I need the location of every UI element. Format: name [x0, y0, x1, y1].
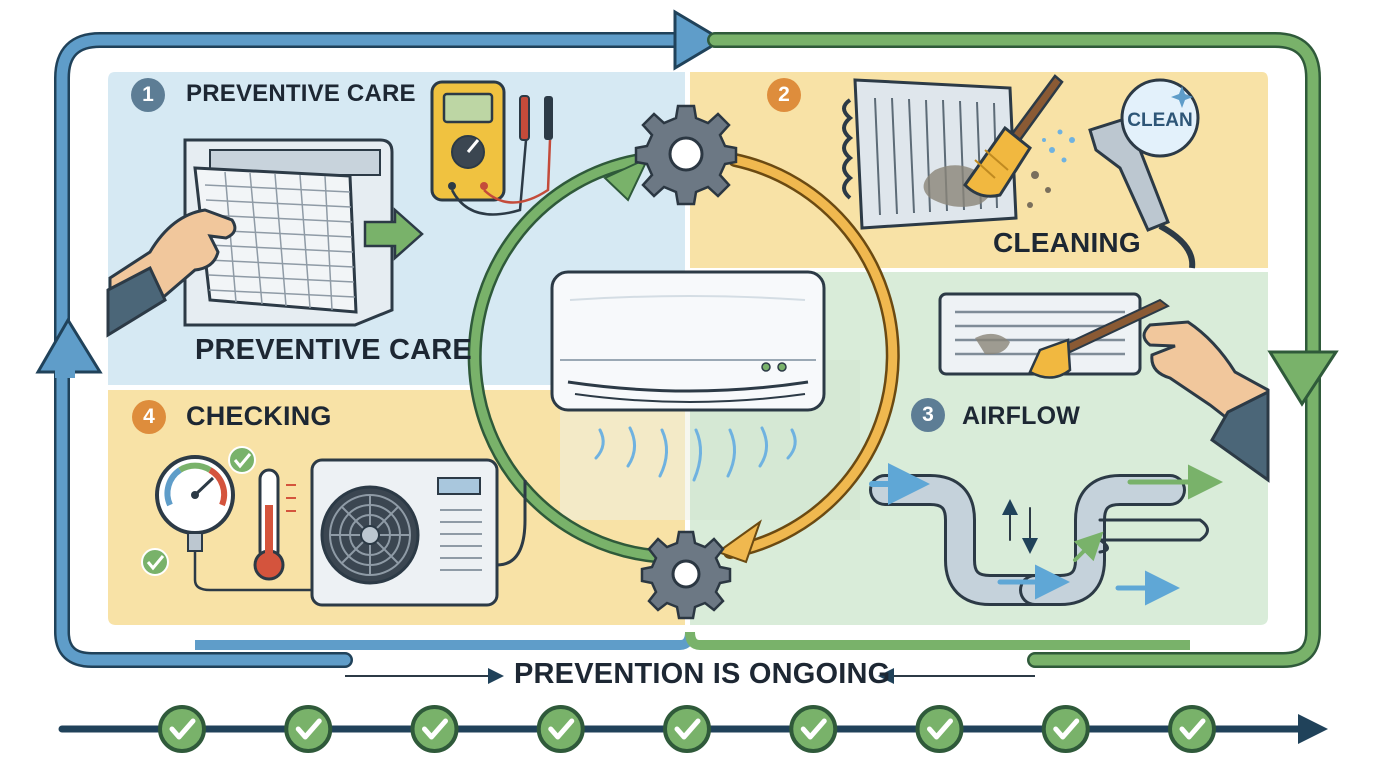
- step-2-number: 2: [767, 78, 801, 112]
- timeline-check-icon: [915, 705, 964, 753]
- pipe-duct-icon: [869, 463, 1223, 606]
- step-4-title: CHECKING: [186, 401, 332, 431]
- timeline-check-icon: [789, 705, 838, 753]
- step-3-title: AIRFLOW: [962, 402, 1081, 430]
- check-icon: [228, 446, 256, 474]
- timeline: [58, 705, 1328, 753]
- timeline-check-icon: [284, 705, 333, 753]
- timeline-check-icon: [1168, 705, 1216, 753]
- step-4-number: 4: [132, 400, 166, 434]
- split-ac-unit-icon: [550, 270, 826, 412]
- arrow-right-icon: [363, 207, 424, 261]
- hand-icon: [1028, 298, 1270, 483]
- clean-badge-text: CLEAN: [1127, 110, 1192, 131]
- check-icon: [141, 548, 169, 576]
- gear-icon: [634, 104, 738, 206]
- timeline-check-icon: [158, 705, 206, 753]
- outdoor-condenser-icon: [310, 458, 527, 607]
- step-1-title: PREVENTIVE CARE: [186, 80, 416, 107]
- step-2-caption: CLEANING: [993, 227, 1141, 258]
- brush-icon: [963, 74, 1064, 198]
- air-filter-icon: [193, 166, 358, 314]
- thermometer-icon: [253, 468, 296, 581]
- hand-icon: [106, 208, 237, 338]
- step-1-caption: PREVENTIVE CARE: [195, 334, 472, 366]
- step-3-number: 3: [911, 398, 945, 432]
- multimeter-icon: [430, 80, 553, 216]
- clean-badge-icon: CLEAN: [1120, 78, 1200, 158]
- cool-air-waves: [594, 426, 797, 482]
- vent-grille-icon: [938, 292, 1142, 376]
- timeline-check-icon: [410, 705, 459, 753]
- timeline-check-icon: [663, 705, 711, 753]
- outer-green-loop: [685, 32, 1339, 668]
- timeline-check-icon: [536, 705, 585, 753]
- footer-text: PREVENTION IS ONGOING: [514, 658, 891, 690]
- pressure-gauge-icon: [155, 455, 320, 592]
- step-1-number: 1: [131, 78, 165, 112]
- gear-icon: [640, 530, 732, 620]
- timeline-check-icon: [1041, 705, 1090, 753]
- center-cycle: [467, 153, 900, 564]
